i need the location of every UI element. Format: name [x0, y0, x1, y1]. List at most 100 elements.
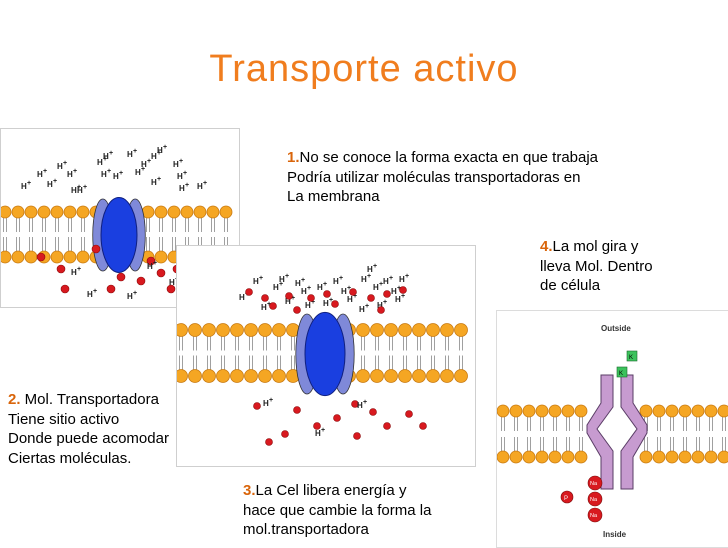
proton-charge: + [367, 273, 371, 280]
molecule-dot [294, 307, 301, 314]
lipid-head [245, 324, 258, 337]
lipid-head [357, 370, 370, 383]
lipid-head [441, 324, 454, 337]
proton-charge: + [109, 150, 113, 157]
molecule-dot [266, 439, 273, 446]
proton-charge: + [401, 293, 405, 300]
note-2-line-2: Tiene sitio activo [8, 410, 169, 430]
carrier-right-half [621, 375, 647, 489]
sodium-label: Na [590, 497, 598, 503]
lipid-head [189, 370, 202, 383]
lipid-head [25, 251, 37, 263]
lipid-head [1, 206, 11, 218]
lipid-head [497, 451, 509, 463]
slide-title: Transporte activo [0, 48, 728, 91]
proton-charge: + [269, 397, 273, 404]
lipid-head [231, 324, 244, 337]
lipid-head [357, 324, 370, 337]
lipid-head [549, 451, 561, 463]
lipid-head [441, 370, 454, 383]
carrier-left-half [587, 375, 613, 489]
lipid-head [549, 405, 561, 417]
lipid-head [217, 370, 230, 383]
molecule-dot [282, 431, 289, 438]
proton-charge: + [185, 182, 189, 189]
molecule-dot [384, 423, 391, 430]
note-2-line-4: Ciertas moléculas. [8, 449, 169, 469]
proton-charge: + [339, 275, 343, 282]
lipid-head [705, 405, 717, 417]
lipid-head [692, 405, 704, 417]
lipid-head [220, 206, 232, 218]
lipid-head [77, 251, 89, 263]
proton-charge: + [323, 281, 327, 288]
proton-charge: + [133, 148, 137, 155]
molecule-dot [117, 273, 125, 281]
lipid-head [273, 370, 286, 383]
note-3: 3.La Cel libera energía y hace que cambi… [243, 481, 431, 540]
lipid-head [705, 451, 717, 463]
lipid-head [371, 370, 384, 383]
proton-charge: + [203, 180, 207, 187]
lipid-head [51, 206, 63, 218]
lipid-head [510, 451, 522, 463]
molecule-dot [406, 411, 413, 418]
lipid-head [189, 324, 202, 337]
proton-charge: + [63, 160, 67, 167]
lipid-head [155, 206, 167, 218]
lipid-head [653, 405, 665, 417]
molecule-dot [254, 403, 261, 410]
molecule-dot [384, 291, 391, 298]
molecule-dot [332, 301, 339, 308]
molecule-dot [61, 285, 69, 293]
lipid-head [562, 451, 574, 463]
lipid-head [413, 324, 426, 337]
lipid-head [427, 370, 440, 383]
proton-charge: + [73, 168, 77, 175]
potassium-label: K [619, 371, 623, 377]
proton-charge: + [53, 178, 57, 185]
proton-charge: + [43, 168, 47, 175]
lipid-head [510, 405, 522, 417]
panel-4-svg: OutsideInsideKKNaNaNaP [497, 311, 728, 547]
note-4-line-2: lleva Mol. Dentro [540, 257, 653, 277]
lipid-head [217, 324, 230, 337]
proton-charge: + [259, 275, 263, 282]
molecule-dot [400, 287, 407, 294]
lipid-head [523, 405, 535, 417]
lipid-head [25, 206, 37, 218]
molecule-dot [378, 307, 385, 314]
note-4: 4.La mol gira y lleva Mol. Dentro de cél… [540, 237, 653, 296]
lipid-head [259, 324, 272, 337]
lipid-head [12, 251, 24, 263]
lipid-head [64, 206, 76, 218]
proton-charge: + [153, 260, 157, 267]
proton-charge: + [27, 180, 31, 187]
proton-charge: + [133, 290, 137, 297]
lipid-head [497, 405, 509, 417]
proton-charge: + [77, 266, 81, 273]
lipid-head [399, 370, 412, 383]
proton-charge: + [83, 184, 87, 191]
proton-charge: + [363, 399, 367, 406]
lipid-head [194, 206, 206, 218]
lipid-head [181, 206, 193, 218]
molecule-dot [294, 407, 301, 414]
transport-protein [305, 312, 345, 395]
lipid-head [455, 324, 468, 337]
lipid-head [427, 324, 440, 337]
molecule-dot [246, 289, 253, 296]
lipid-head [679, 451, 691, 463]
lipid-head [666, 451, 678, 463]
molecule-dot [137, 277, 145, 285]
note-1-line-2: Podría utilizar moléculas transportadora… [287, 168, 598, 188]
lipid-head [653, 451, 665, 463]
lipid-head [38, 206, 50, 218]
proton-charge: + [365, 303, 369, 310]
proton-charge: + [301, 277, 305, 284]
lipid-head [259, 370, 272, 383]
proton-charge: + [93, 288, 97, 295]
lipid-head [385, 370, 398, 383]
transport-protein [101, 198, 137, 273]
note-1-line-1: No se conoce la forma exacta en que trab… [300, 149, 599, 166]
